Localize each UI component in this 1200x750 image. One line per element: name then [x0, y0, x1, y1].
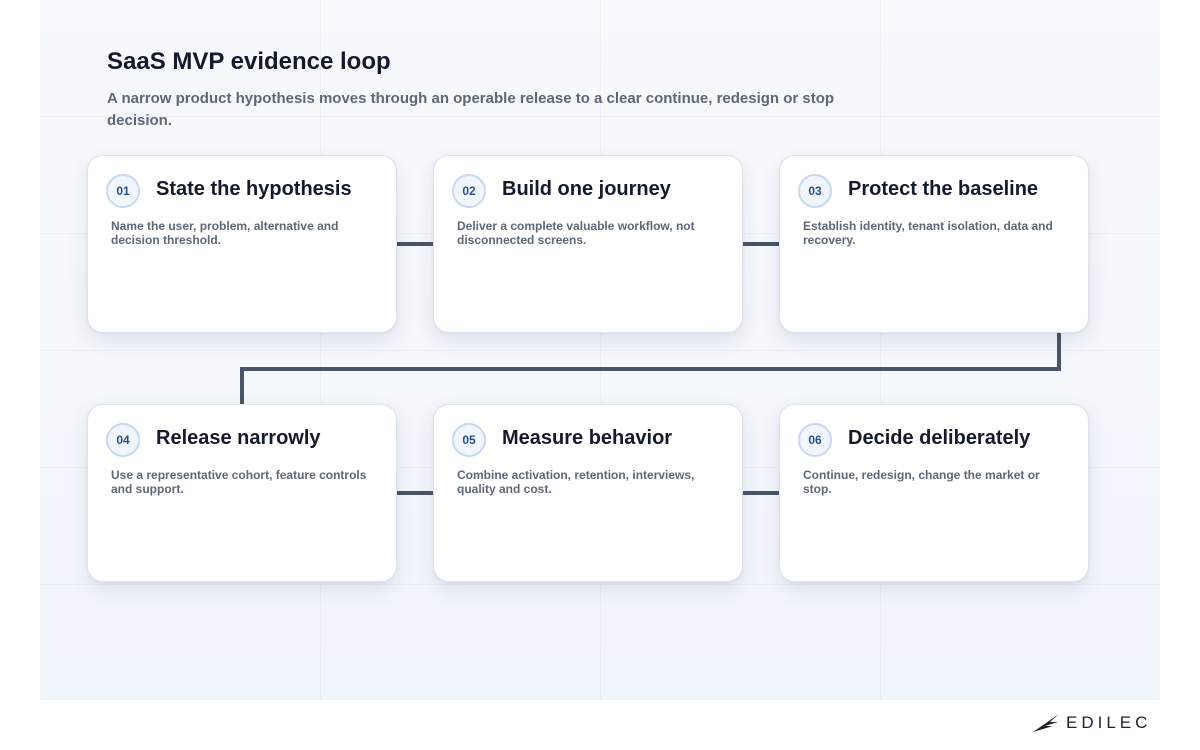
grid-line	[600, 0, 601, 700]
step-number-badge: 02	[452, 174, 486, 208]
step-title: Release narrowly	[156, 427, 321, 449]
step-title: Decide deliberately	[848, 427, 1031, 449]
step-card-4: 04 Release narrowly Use a representative…	[87, 404, 397, 582]
step-number-badge: 01	[106, 174, 140, 208]
step-description: Name the user, problem, alternative and …	[111, 219, 339, 247]
brand-logo: EDILEC	[1032, 712, 1151, 734]
page-title: SaaS MVP evidence loop	[107, 48, 391, 75]
page-subtitle: A narrow product hypothesis moves throug…	[107, 90, 835, 129]
step-title: Protect the baseline	[848, 178, 1039, 200]
step-number-badge: 03	[798, 174, 832, 208]
grid-line	[320, 0, 321, 700]
edilec-wing-icon	[1033, 714, 1059, 732]
step-number-badge: 06	[798, 423, 832, 457]
step-card-3: 03 Protect the baseline Establish identi…	[779, 155, 1089, 333]
grid-line	[880, 0, 881, 700]
grid-line	[40, 350, 1160, 351]
step-description: Use a representative cohort, feature con…	[111, 468, 367, 496]
step-description: Combine activation, retention, interview…	[457, 468, 695, 496]
step-card-6: 06 Decide deliberately Continue, redesig…	[779, 404, 1089, 582]
step-number-badge: 04	[106, 423, 140, 457]
step-description: Deliver a complete valuable workflow, no…	[457, 219, 695, 247]
step-description: Continue, redesign, change the market or…	[803, 468, 1040, 496]
step-number-badge: 05	[452, 423, 486, 457]
grid-line	[40, 584, 1160, 585]
step-card-2: 02 Build one journey Deliver a complete …	[433, 155, 743, 333]
connector-03-04	[240, 333, 1061, 405]
step-title: State the hypothesis	[156, 178, 352, 200]
brand-name: EDILEC	[1066, 713, 1152, 732]
step-title: Build one journey	[502, 178, 671, 200]
step-description: Establish identity, tenant isolation, da…	[803, 219, 1053, 247]
step-card-5: 05 Measure behavior Combine activation, …	[433, 404, 743, 582]
step-card-1: 01 State the hypothesis Name the user, p…	[87, 155, 397, 333]
grid-line	[40, 116, 1160, 117]
step-title: Measure behavior	[502, 427, 673, 449]
